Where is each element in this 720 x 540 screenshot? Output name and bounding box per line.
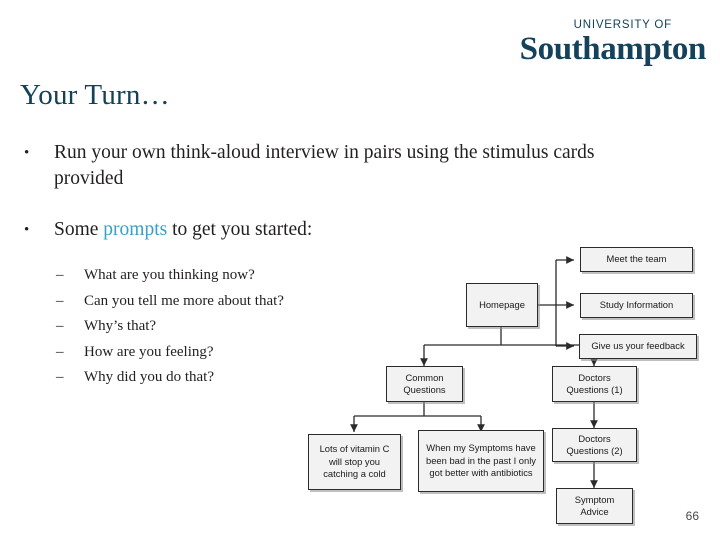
flowchart-node-meet-team[interactable]: Meet the team bbox=[580, 247, 693, 272]
flowchart-node-common-questions[interactable]: Common Questions bbox=[386, 366, 463, 402]
prompt-list-item-1-text: What are you thinking now? bbox=[84, 267, 255, 283]
prompt-list-item-1: – What are you thinking now? bbox=[56, 263, 284, 289]
prompt-list-item-4-text: How are you feeling? bbox=[84, 343, 214, 360]
prompt-list-item-4: – How are you feeling? bbox=[56, 340, 284, 366]
flowchart-node-doctors-questions-2[interactable]: Doctors Questions (2) bbox=[552, 428, 637, 462]
slide-title: Your Turn… bbox=[20, 79, 170, 111]
flowchart-node-feedback[interactable]: Give us your feedback bbox=[579, 334, 697, 359]
bullet-item-1: • Run your own think-aloud interview in … bbox=[24, 140, 644, 192]
prompt-list-item-2-text: Can you tell me more about that? bbox=[84, 292, 284, 309]
bullet-item-1-text: Run your own think-aloud interview in pa… bbox=[54, 142, 595, 189]
prompt-list: – What are you thinking now? – Can you t… bbox=[56, 263, 284, 391]
dash-marker-icon: – bbox=[56, 267, 64, 283]
flowchart-node-doctors-questions-1-label: Doctors Questions (1) bbox=[566, 371, 623, 396]
flowchart-node-feedback-label: Give us your feedback bbox=[591, 340, 685, 352]
bullet-marker-icon: • bbox=[24, 145, 30, 161]
logo-university-of-text: UNIVERSITY OF bbox=[573, 19, 672, 31]
dash-marker-icon: – bbox=[56, 318, 64, 334]
dash-marker-icon: – bbox=[56, 292, 64, 309]
flowchart-node-vitamin-c-card[interactable]: Lots of vitamin C will stop you catching… bbox=[308, 434, 401, 490]
bullet-item-2-text: Some prompts to get you started: bbox=[54, 217, 644, 243]
flowchart-node-symptom-advice[interactable]: Symptom Advice bbox=[556, 488, 633, 524]
prompt-list-item-3-text: Why’s that? bbox=[84, 318, 157, 334]
bullet-marker-icon: • bbox=[24, 222, 30, 238]
dash-marker-icon: – bbox=[56, 343, 64, 360]
bullet-item-2: • Some prompts to get you started: bbox=[24, 217, 644, 243]
flowchart-node-homepage-label: Homepage bbox=[479, 298, 525, 310]
page-number: 66 bbox=[685, 509, 699, 523]
prompt-list-item-5: – Why did you do that? bbox=[56, 365, 284, 391]
bullet-item-2-part2: to get you started: bbox=[167, 219, 313, 240]
bullet-item-2-accent-word: prompts bbox=[103, 219, 168, 240]
logo-southampton-text: Southampton bbox=[519, 30, 707, 67]
flowchart-node-symptoms-card-label: When my Symptoms have been bad in the pa… bbox=[426, 442, 536, 479]
prompt-list-item-2: – Can you tell me more about that? bbox=[56, 289, 284, 315]
flowchart-node-doctors-questions-1[interactable]: Doctors Questions (1) bbox=[552, 366, 637, 402]
dash-marker-icon: – bbox=[56, 369, 64, 385]
prompt-list-item-3: – Why’s that? bbox=[56, 314, 284, 340]
flowchart-node-symptom-advice-label: Symptom Advice bbox=[574, 493, 615, 518]
flowchart-node-common-questions-label: Common Questions bbox=[403, 371, 446, 396]
flowchart-node-meet-team-label: Meet the team bbox=[606, 253, 667, 265]
website-structure-flowchart: Homepage Meet the team Study Information… bbox=[300, 238, 712, 524]
bullet-item-2-part1: Some bbox=[54, 219, 104, 240]
flowchart-node-study-information[interactable]: Study Information bbox=[580, 293, 693, 318]
flowchart-node-homepage[interactable]: Homepage bbox=[466, 283, 538, 327]
prompt-list-item-5-text: Why did you do that? bbox=[84, 369, 214, 385]
flowchart-node-vitamin-c-card-label: Lots of vitamin C will stop you catching… bbox=[319, 443, 390, 480]
flowchart-node-study-information-label: Study Information bbox=[599, 299, 674, 311]
flowchart-node-symptoms-card[interactable]: When my Symptoms have been bad in the pa… bbox=[418, 430, 544, 492]
flowchart-node-doctors-questions-2-label: Doctors Questions (2) bbox=[566, 432, 623, 457]
university-logo: UNIVERSITY OF Southampton bbox=[519, 19, 707, 67]
